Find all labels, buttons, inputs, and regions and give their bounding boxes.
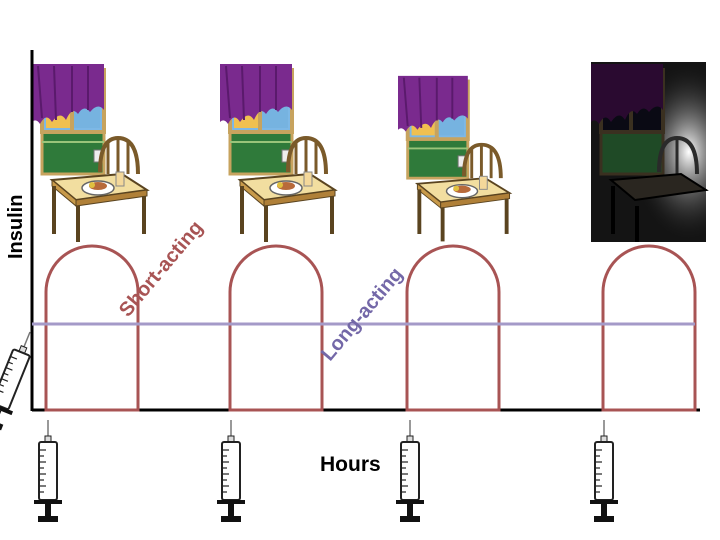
syringe-icon bbox=[33, 419, 63, 523]
noon-scene bbox=[218, 60, 337, 244]
y-axis-label: Insulin bbox=[5, 195, 27, 259]
syringe-icon bbox=[589, 419, 619, 523]
x-axis-label: Hours bbox=[320, 453, 381, 476]
syringe-icon bbox=[216, 419, 246, 523]
long-acting-syringe-icon bbox=[0, 325, 44, 433]
short-acting-peak-2 bbox=[228, 244, 324, 412]
short-acting-peak-3 bbox=[405, 244, 501, 412]
long-acting-label: Long-acting bbox=[317, 263, 407, 365]
short-acting-peak-4 bbox=[601, 244, 697, 412]
evening-scene bbox=[396, 72, 512, 244]
night-scene bbox=[589, 60, 708, 244]
short-acting-curves bbox=[44, 244, 697, 412]
morning-scene bbox=[30, 60, 149, 244]
syringe-icon bbox=[395, 419, 425, 523]
short-acting-peak-1 bbox=[44, 244, 140, 412]
